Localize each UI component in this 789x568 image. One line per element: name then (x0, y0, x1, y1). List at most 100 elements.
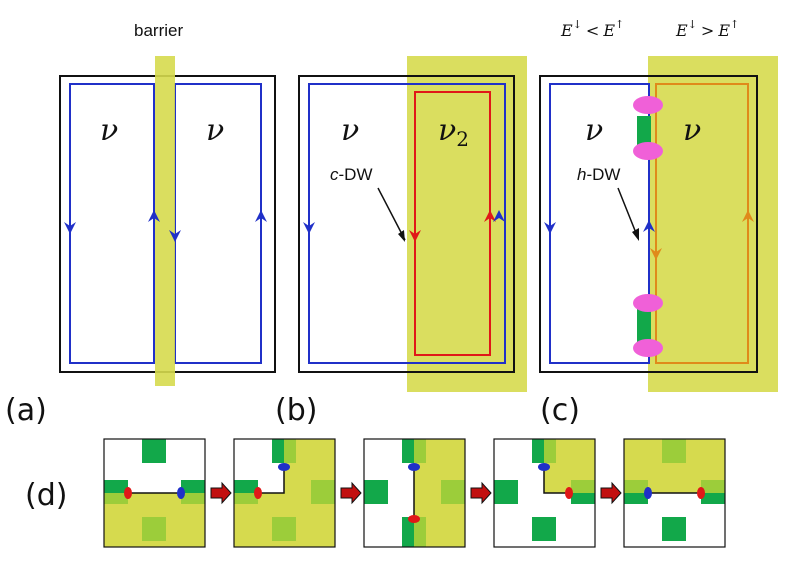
red-endpoint (124, 487, 132, 499)
green-square (402, 517, 414, 547)
panel-b-right-filling: ν2 (438, 113, 469, 151)
panel-b-outer-edge-loop (308, 83, 506, 364)
arrow-head-icon (398, 230, 405, 242)
panel-c-right-edge-loop (655, 83, 749, 364)
zero-mode-bottom-lower (633, 339, 663, 357)
h-dw-label: h-DW (577, 165, 620, 184)
green-square-dim (414, 517, 426, 547)
next-step-arrow-icon (340, 481, 362, 505)
green-square (571, 493, 595, 504)
green-square-dim (284, 439, 296, 463)
blue-endpoint (408, 463, 420, 471)
next-step-arrow-icon (470, 481, 492, 505)
green-square-dim (181, 493, 205, 504)
step-1-frame (103, 438, 206, 548)
green-square (142, 439, 166, 463)
panel-b-yellow-region (407, 56, 527, 392)
green-square-dim (662, 439, 686, 463)
c-dw-label: c-DW (330, 165, 372, 184)
arrow-head-icon (632, 228, 639, 241)
arrow-down-icon (409, 230, 421, 242)
zero-mode-top-lower (633, 142, 663, 160)
panel-c-left-filling: ν (585, 113, 603, 148)
barrier-strip (155, 56, 175, 386)
panel-b-inner-edge-loop (414, 91, 491, 356)
green-square (532, 439, 544, 463)
panel-b-left-filling: ν (341, 113, 359, 148)
green-square-dim (142, 517, 166, 541)
panel-a: barrier ν ν (a) (5, 21, 276, 428)
panel-b: ν ν2 c-DW (b) (275, 56, 527, 428)
green-square-dim (544, 439, 556, 463)
green-square (402, 439, 414, 463)
blue-endpoint (278, 463, 290, 471)
blue-endpoint (177, 487, 185, 499)
arrow-up-icon (493, 210, 505, 222)
step-4-tile (493, 438, 596, 548)
arrow-down-icon (169, 230, 181, 242)
arrow-up-icon (255, 210, 267, 222)
condition-right: E↓>E↑ (675, 18, 739, 40)
green-square-dim (234, 493, 258, 504)
next-step-arrow-icon (210, 481, 232, 505)
green-square-dim (414, 439, 426, 463)
red-endpoint (565, 487, 573, 499)
red-endpoint (697, 487, 705, 499)
arrow-up-icon (484, 210, 496, 222)
red-endpoint (408, 515, 420, 523)
green-square-dim (104, 493, 128, 504)
step-5-tile (623, 438, 726, 548)
panel-a-label: (a) (5, 393, 47, 428)
condition-left: E↓<E↑ (560, 18, 624, 40)
green-square (494, 480, 518, 504)
step-4-yellow-region (544, 439, 595, 493)
barrier-label: barrier (134, 21, 183, 40)
green-square (364, 480, 388, 504)
arrow-down-icon (303, 222, 315, 234)
panel-c-right-filling: ν (683, 113, 701, 148)
green-square-dim (624, 480, 648, 493)
next-step-arrow-icon (600, 481, 622, 505)
panel-c: ν ν h-DW E↓<E↑ E↓>E↑ (c) (539, 18, 778, 428)
h-dw-segment-bottom (637, 304, 651, 346)
step-5-frame (623, 438, 726, 548)
panel-a-left-edge-loop (69, 83, 155, 364)
h-dw-pointer (617, 187, 639, 239)
blue-endpoint (538, 463, 550, 471)
step-4-frame (493, 438, 596, 548)
panel-a-left-filling: ν (100, 113, 118, 148)
panel-c-yellow-region (648, 56, 778, 392)
arrow-down-icon (650, 248, 662, 260)
green-square-dim (571, 480, 595, 493)
red-endpoint (254, 487, 262, 499)
green-square (701, 493, 725, 504)
domain-wall (543, 468, 569, 494)
panel-d-label: (d) (25, 478, 67, 513)
step-2-frame (233, 438, 336, 548)
step-3-tile (363, 438, 466, 548)
green-square (532, 517, 556, 541)
zero-mode-bottom-upper (633, 294, 663, 312)
panel-d: (d) (25, 438, 726, 548)
c-dw-pointer (377, 187, 406, 241)
green-square-dim (311, 480, 335, 504)
step-3-frame (363, 438, 466, 548)
green-square (624, 493, 648, 504)
arrow-up-icon (742, 210, 754, 222)
domain-wall (258, 468, 285, 494)
arrow-down-icon (64, 222, 76, 234)
green-square-dim (441, 480, 465, 504)
arrow-down-icon (544, 222, 556, 234)
green-square-dim (272, 517, 296, 541)
step-2-tile (233, 438, 336, 548)
panel-b-frame (298, 75, 515, 373)
green-square (662, 517, 686, 541)
step-1-tile (103, 438, 206, 548)
panel-a-right-filling: ν (206, 113, 224, 148)
green-square-dim (701, 480, 725, 493)
panel-c-label: (c) (540, 393, 580, 428)
arrow-up-icon (148, 210, 160, 222)
panel-b-label: (b) (275, 393, 317, 428)
zero-mode-top-upper (633, 96, 663, 114)
